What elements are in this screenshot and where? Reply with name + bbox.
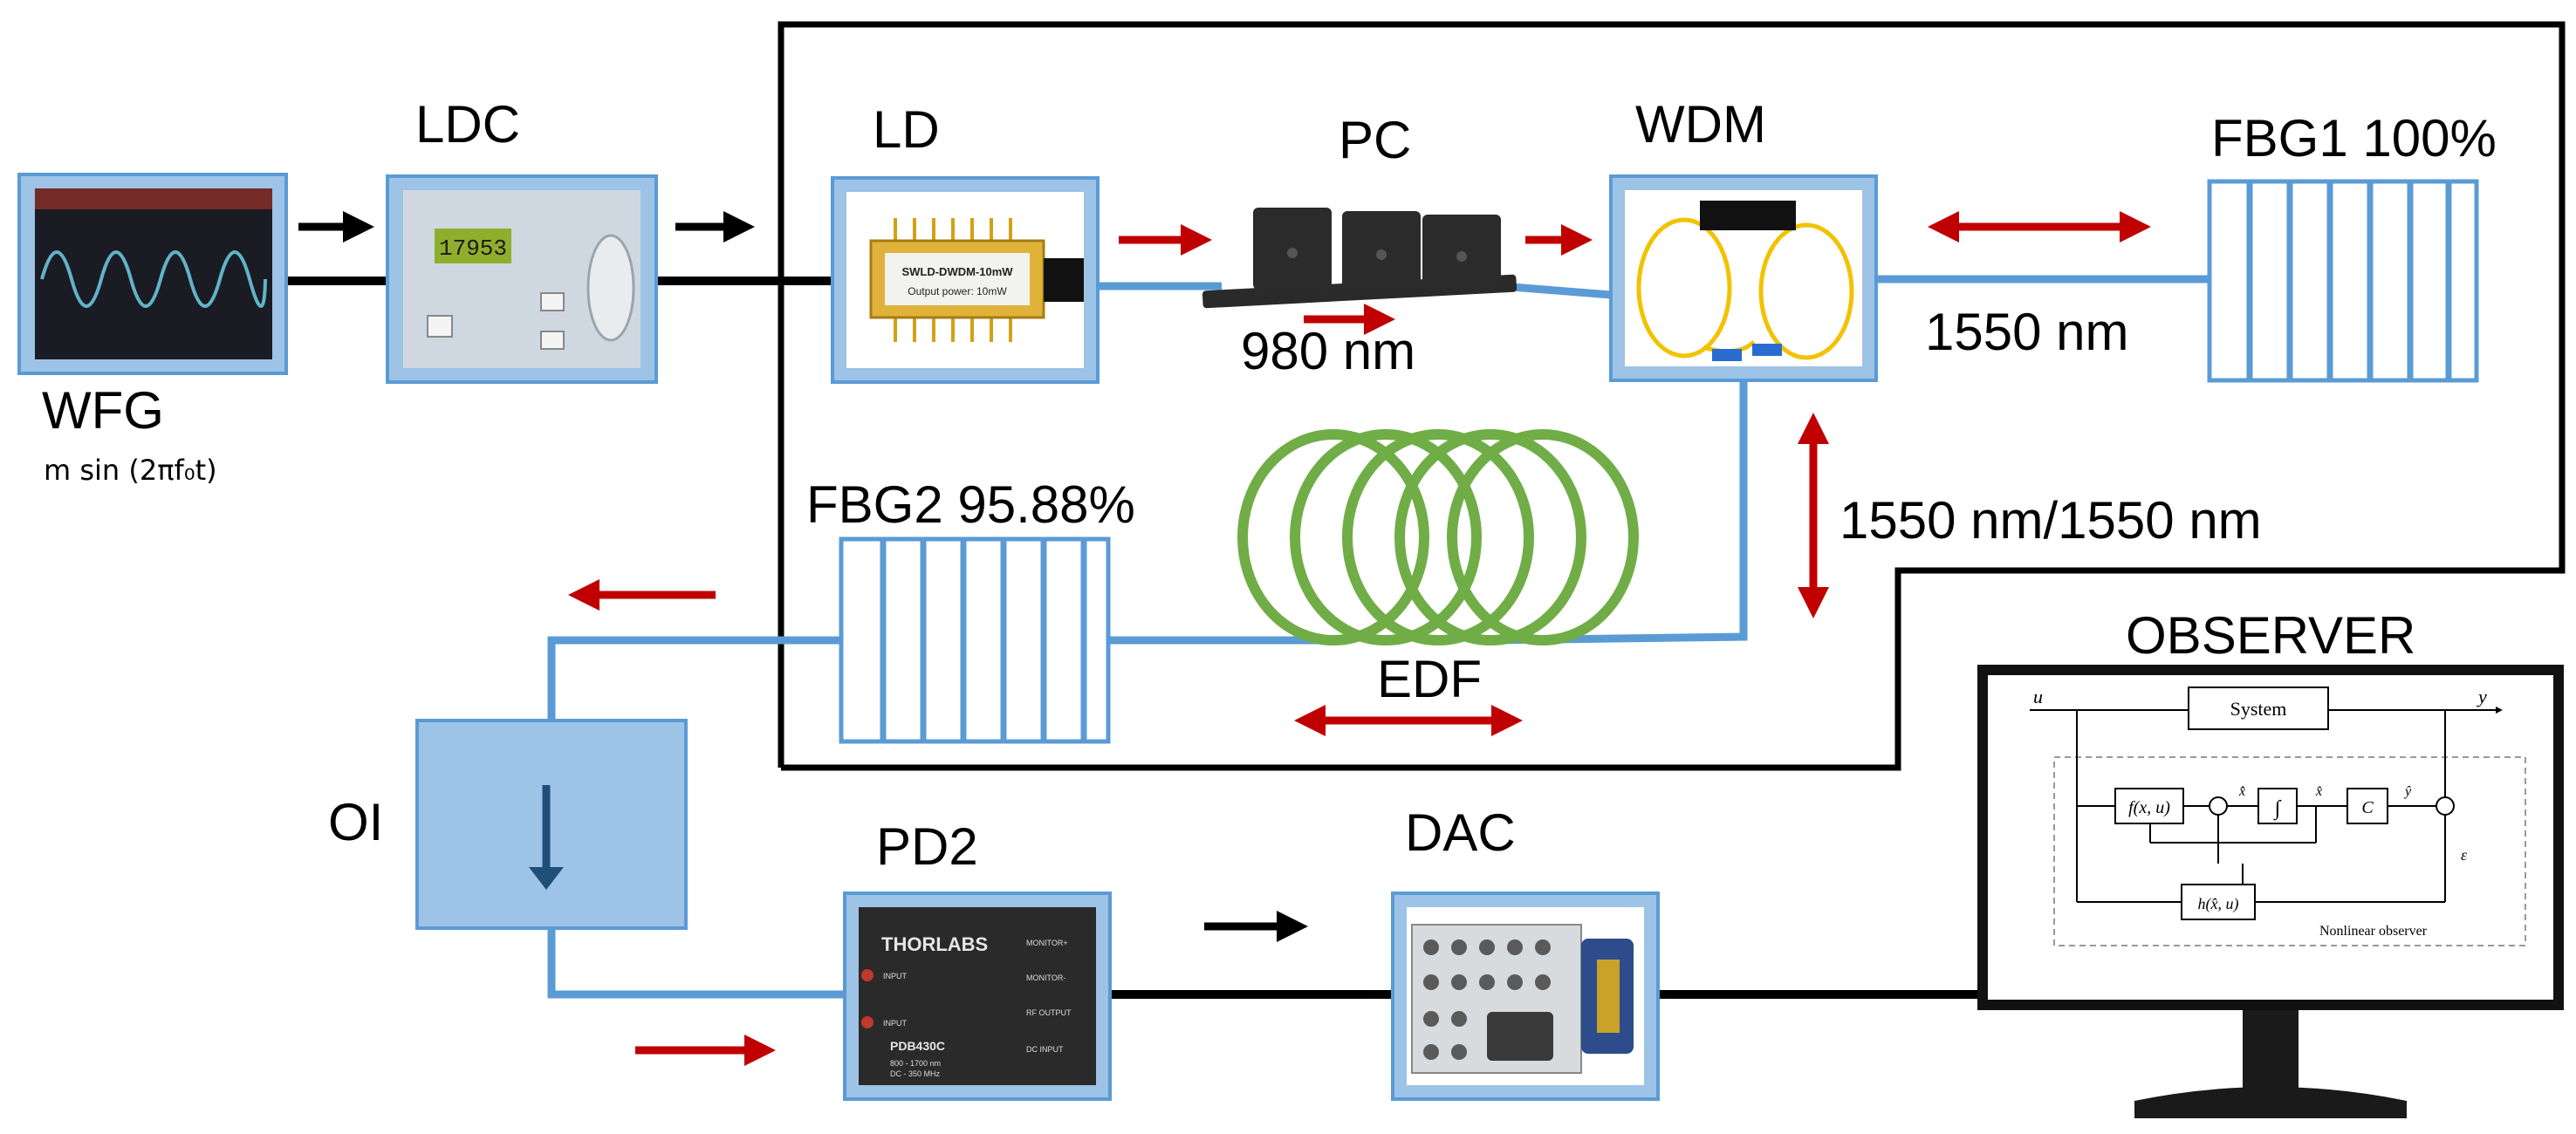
obs-nonlinear: Nonlinear observer [2319, 924, 2428, 939]
fbg2-grating [839, 536, 1111, 744]
laser-cavity-boundary [778, 21, 2566, 771]
obs-y: y [2477, 686, 2487, 707]
pd2-label: PD2 [876, 817, 978, 876]
wfg-device [17, 173, 288, 375]
edf-coil [1237, 429, 1639, 646]
obs-yhat: ŷ [2403, 784, 2412, 799]
wfg-label: WFG [42, 381, 164, 440]
pd2-rf-output: RF OUTPUT [1026, 1008, 1072, 1017]
oi-isolator [415, 719, 688, 930]
wavelength-1550-1550-label: 1550 nm/1550 nm [1840, 491, 2262, 550]
wfg-formula: m sin (2πf₀t) [44, 454, 217, 487]
pd2-dc-input: DC INPUT [1026, 1045, 1064, 1054]
pc-device [1202, 208, 1518, 309]
wdm-label: WDM [1635, 95, 1766, 154]
ldc-device: 17953 [386, 174, 658, 384]
obs-integral: ∫ [2273, 797, 2282, 821]
ldc-display: 17953 [439, 236, 507, 262]
obs-xhat: x̂ [2315, 784, 2322, 799]
edf-label: EDF [1377, 650, 1482, 708]
fiber-pc-wdm [1500, 282, 1612, 299]
ld-chip-line2: Output power: 10mW [908, 285, 1007, 297]
pd2-spec1: 800 - 1700 nm [890, 1059, 941, 1068]
pd2-monitor-minus: MONITOR- [1026, 973, 1065, 982]
obs-xhat-dot: x̂̇ [2238, 784, 2245, 799]
obs-system: System [2230, 698, 2287, 720]
observer-monitor [1977, 665, 2564, 1118]
dac-device [1391, 891, 1660, 1101]
observer-label: OBSERVER [2126, 606, 2416, 665]
fiber-oi-pd2 [547, 928, 843, 999]
obs-u: u [2033, 686, 2043, 707]
pd2-brand: THORLABS [881, 933, 988, 955]
dac-label: DAC [1405, 803, 1516, 862]
pd2-device: THORLABS MONITOR+ MONITOR- RF OUTPUT DC … [843, 891, 1112, 1101]
obs-eps: ε [2461, 846, 2468, 864]
ldc-label: LDC [415, 95, 521, 154]
obs-h: h(x̂, u) [2198, 895, 2239, 913]
fiber-fbg2-oi [547, 636, 841, 721]
observer-block-diagram [2030, 687, 2526, 946]
pc-label: PC [1339, 111, 1412, 169]
obs-c: C [2361, 798, 2374, 817]
ld-chip-line1: SWLD-DWDM-10mW [901, 265, 1013, 278]
fbg1-grating [2207, 179, 2479, 383]
pd2-input-2: INPUT [883, 1019, 908, 1028]
ld-device: SWLD-DWDM-10mW Output power: 10mW [831, 176, 1100, 384]
pd2-model: PDB430C [890, 1039, 945, 1053]
fbg1-label: FBG1 100% [2211, 109, 2497, 167]
fbg2-label: FBG2 95.88% [806, 475, 1135, 534]
oi-label: OI [328, 793, 384, 851]
pd2-spec2: DC - 350 MHz [890, 1069, 941, 1078]
ld-label: LD [873, 100, 940, 159]
pd2-input-1: INPUT [883, 972, 908, 980]
wdm-device [1609, 174, 1878, 382]
obs-f: f(x, u) [2128, 798, 2170, 817]
wavelength-1550-label: 1550 nm [1925, 303, 2129, 361]
wavelength-980-label: 980 nm [1241, 322, 1416, 380]
pd2-monitor-plus: MONITOR+ [1026, 939, 1068, 947]
